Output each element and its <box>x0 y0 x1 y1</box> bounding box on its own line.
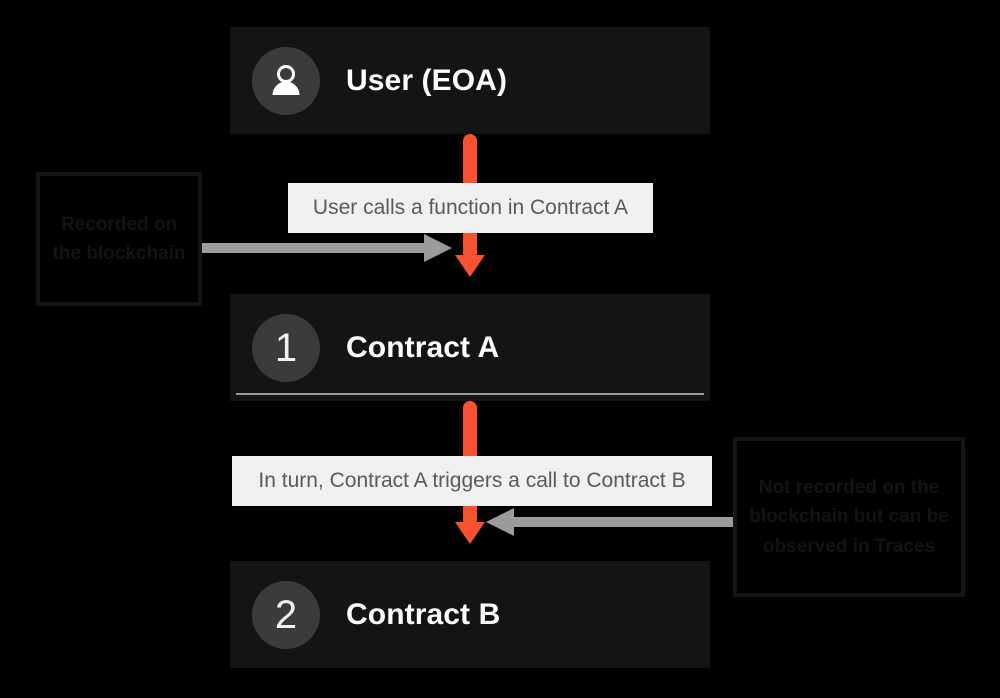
node-user-eoa[interactable]: User (EOA) <box>230 27 710 134</box>
step-badge-1: 1 <box>252 313 320 382</box>
annotation-arrow-right-pointing <box>200 234 452 262</box>
step-badge-2: 2 <box>252 580 320 649</box>
callout-not-recorded-on-blockchain: Not recorded on the blockchain but can b… <box>733 437 965 597</box>
step-number: 1 <box>274 325 298 370</box>
node-label-contract-a: Contract A <box>346 330 500 364</box>
step-number: 2 <box>274 592 298 637</box>
callout-recorded-on-blockchain: Recorded on the blockchain <box>36 172 202 306</box>
edge-caption-contract-a-to-contract-b: In turn, Contract A triggers a call to C… <box>232 456 712 506</box>
avatar <box>252 46 320 115</box>
node-underline <box>236 393 704 395</box>
arrow-head-user-to-contract-a <box>455 255 485 277</box>
node-label-user: User (EOA) <box>346 63 508 97</box>
node-contract-b[interactable]: 2 Contract B <box>230 561 710 668</box>
person-icon <box>272 64 300 95</box>
edge-caption-user-to-contract-a: User calls a function in Contract A <box>288 183 653 233</box>
annotation-arrow-left-pointing <box>486 508 738 536</box>
arrow-head-contract-a-to-contract-b <box>455 522 485 544</box>
node-label-contract-b: Contract B <box>346 597 501 631</box>
node-contract-a[interactable]: 1 Contract A <box>230 294 710 401</box>
